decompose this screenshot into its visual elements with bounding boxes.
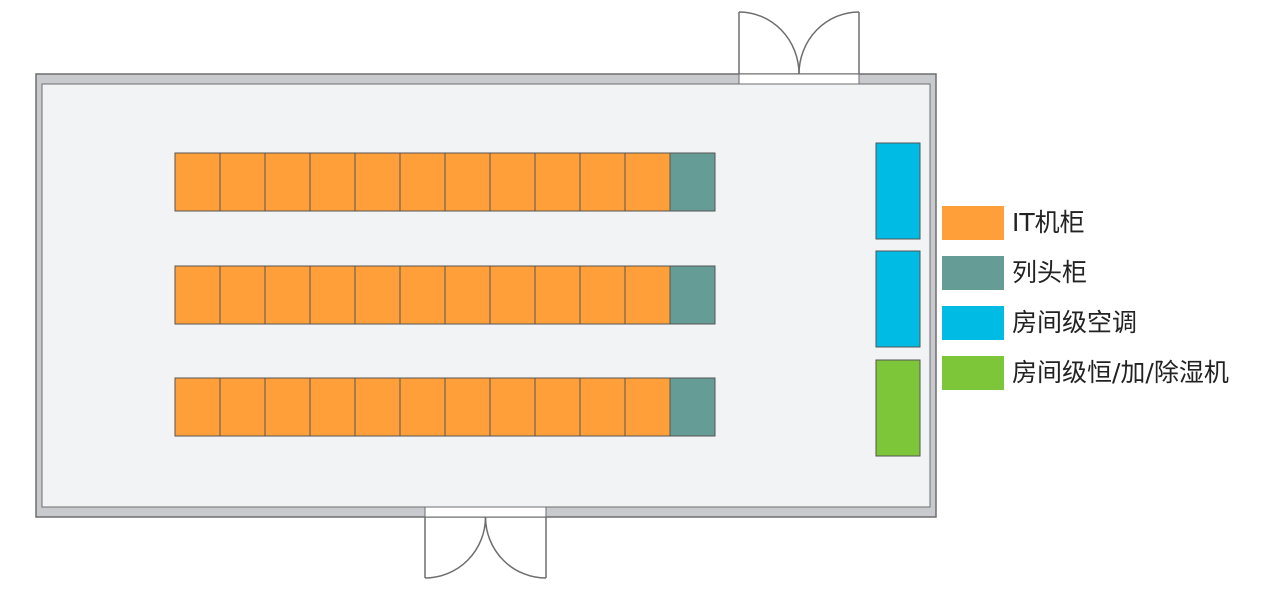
legend-swatch-room-ac [942, 306, 1004, 340]
legend-label-room-ac: 房间级空调 [1012, 308, 1138, 337]
it-cabinet [399, 377, 446, 437]
room-ac-unit [875, 250, 921, 348]
it-cabinet [264, 152, 311, 212]
legend: IT机柜 列头柜 房间级空调 房间级恒/加/除湿机 [942, 206, 1229, 406]
it-cabinet [399, 265, 446, 325]
rack-rows [174, 152, 716, 437]
it-cabinet [624, 265, 671, 325]
it-cabinet [624, 377, 671, 437]
it-cabinet [264, 265, 311, 325]
it-cabinet [534, 152, 581, 212]
legend-label-it-cabinet: IT机柜 [1012, 208, 1085, 237]
it-cabinet [309, 265, 356, 325]
door-swing-arc [798, 11, 860, 75]
head-cabinet [669, 152, 716, 212]
it-cabinet [579, 265, 626, 325]
it-cabinet [174, 265, 221, 325]
it-cabinet [219, 265, 266, 325]
it-cabinet [309, 377, 356, 437]
side-units [875, 142, 921, 457]
it-cabinet [264, 377, 311, 437]
legend-label-room-humidifier: 房间级恒/加/除湿机 [1012, 358, 1229, 387]
it-cabinet [219, 152, 266, 212]
room-ac-unit [875, 142, 921, 240]
it-cabinet [489, 377, 536, 437]
legend-item-room-ac: 房间级空调 [942, 306, 1229, 340]
it-cabinet [309, 152, 356, 212]
legend-swatch-it-cabinet [942, 206, 1004, 240]
it-cabinet [534, 265, 581, 325]
it-cabinet [624, 152, 671, 212]
it-cabinet [444, 377, 491, 437]
door-swing-arc [738, 11, 800, 75]
it-cabinet [354, 152, 401, 212]
it-cabinet [579, 377, 626, 437]
legend-item-room-humidifier: 房间级恒/加/除湿机 [942, 356, 1229, 390]
door-bottom [424, 506, 547, 579]
it-cabinet [579, 152, 626, 212]
it-cabinet [174, 152, 221, 212]
it-cabinet [489, 265, 536, 325]
doors [424, 11, 860, 579]
legend-item-it-cabinet: IT机柜 [942, 206, 1229, 240]
legend-swatch-head-cabinet [942, 256, 1004, 290]
head-cabinet [669, 377, 716, 437]
rack-row-2 [174, 265, 716, 325]
it-cabinet [354, 377, 401, 437]
door-swing-arc [484, 516, 547, 579]
it-cabinet [489, 152, 536, 212]
it-cabinet [219, 377, 266, 437]
head-cabinet [669, 265, 716, 325]
it-cabinet [534, 377, 581, 437]
door-opening [424, 506, 547, 518]
it-cabinet [444, 152, 491, 212]
room-humidifier-unit [875, 359, 921, 457]
legend-swatch-room-humidifier [942, 356, 1004, 390]
it-cabinet [354, 265, 401, 325]
legend-item-head-cabinet: 列头柜 [942, 256, 1229, 290]
rack-row-1 [174, 152, 716, 212]
it-cabinet [444, 265, 491, 325]
legend-label-head-cabinet: 列头柜 [1012, 258, 1088, 287]
it-cabinet [174, 377, 221, 437]
it-cabinet [399, 152, 446, 212]
door-opening [738, 73, 860, 85]
door-top [738, 11, 860, 85]
rack-row-3 [174, 377, 716, 437]
door-swing-arc [424, 516, 487, 579]
